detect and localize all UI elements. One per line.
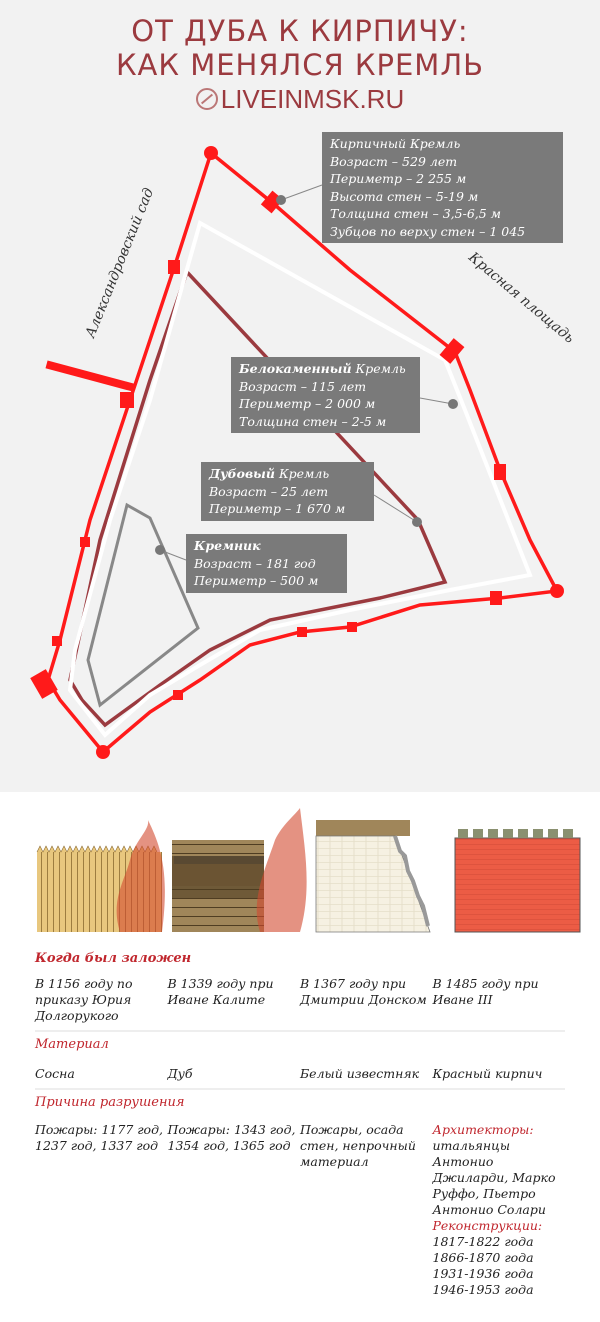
box-title: Кремник (194, 538, 261, 553)
reconstruction: 1817-1822 года (432, 1234, 534, 1249)
box-line: Возраст – 115 лет (239, 378, 367, 394)
box-title: Белокаменный Кремль (239, 361, 406, 376)
box-title: Кирпичный Кремль (330, 136, 461, 151)
material-pine: Сосна (35, 1066, 75, 1081)
reconstruction: 1946-1953 года (432, 1282, 534, 1297)
box-line: Высота стен – 5-19 м (330, 188, 479, 204)
box-line: Возраст – 25 лет (209, 483, 329, 499)
box-line: Периметр – 1 670 м (209, 501, 346, 516)
cause-oak: Пожары: 1343 год, 1354 год, 1365 год (167, 1122, 296, 1153)
oak-wall (172, 840, 264, 932)
box-line: Периметр – 500 м (194, 573, 319, 588)
brick-kremlin-info: Кирпичный Кремль Возраст – 529 лет Перим… (322, 132, 563, 243)
founded-brick: В 1485 году при Иване III (432, 976, 539, 1007)
founded-heading: Когда был заложен (35, 951, 192, 966)
white-stone-kremlin-info: Белокаменный Кремль Возраст – 115 лет Пе… (231, 357, 420, 433)
tower-markers (30, 146, 564, 759)
architects: итальянцы Антонио Джиларди, Марко Руффо,… (432, 1138, 556, 1217)
architects-label: Архитекторы: (432, 1122, 534, 1137)
founded-white: В 1367 году при Дмитрии Донском (300, 976, 427, 1007)
fire-icon (256, 808, 307, 932)
box-line: Зубцов по верху стен – 1 045 (330, 223, 526, 239)
site-name: LIVEINMSK.RU (220, 84, 405, 114)
cause-pine: Пожары: 1177 год, 1237 год, 1337 год (35, 1122, 163, 1153)
material-white: Белый известняк (300, 1066, 420, 1081)
title-line-2: КАК МЕНЯЛСЯ КРЕМЛЬ (115, 48, 485, 82)
kremnik-info: Кремник Возраст – 181 год Периметр – 500… (186, 534, 347, 593)
box-line: Толщина стен – 2-5 м (239, 413, 387, 429)
cause-row: Пожары: 1177 год, 1237 год, 1337 год Пож… (35, 1116, 565, 1304)
fire-icon (116, 820, 165, 932)
site-logo-icon (195, 88, 218, 110)
reconstruction: 1931-1936 года (432, 1266, 534, 1281)
box-line: Возраст – 181 год (194, 555, 316, 571)
box-line: Возраст – 529 лет (330, 153, 458, 169)
box-title: Дубовый Кремль (209, 466, 330, 481)
founded-pine: В 1156 году по приказу Юрия Долгорукого (35, 976, 133, 1023)
box-line: Толщина стен – 3,5-6,5 м (330, 206, 502, 221)
wall-outlines (30, 146, 564, 759)
comparison-table: Когда был заложен В 1156 году по приказу… (35, 946, 565, 1304)
red-brick-wall (454, 829, 581, 933)
white-stone-wall (315, 820, 431, 933)
box-line: Периметр – 2 255 м (330, 171, 467, 186)
material-heading: Материал (35, 1037, 109, 1052)
reconstruction: 1866-1870 года (432, 1250, 534, 1265)
kremnik-outline (86, 502, 200, 708)
material-brick: Красный кирпич (432, 1066, 543, 1081)
material-row: Сосна Дуб Белый известняк Красный кирпич (35, 1058, 565, 1090)
cause-heading: Причина разрушения (35, 1095, 185, 1110)
oak-kremlin-info: Дубовый Кремль Возраст – 25 лет Периметр… (201, 462, 374, 521)
site-brand: LIVEINMSK.RU (0, 84, 600, 115)
founded-oak: В 1339 году при Иване Калите (167, 976, 274, 1007)
brick-history: Архитекторы: итальянцы Антонио Джиларди,… (433, 1116, 566, 1304)
title-line-1: ОТ ДУБА К КИРПИЧУ: (131, 14, 469, 48)
founded-row: В 1156 году по приказу Юрия Долгорукого … (35, 972, 565, 1032)
oak-kremlin-outline (68, 268, 448, 728)
reconstructions-label: Реконструкции: (432, 1218, 543, 1233)
cause-white: Пожары, осада стен, непрочный материал (300, 1122, 416, 1169)
kremlin-map: ОТ ДУБА К КИРПИЧУ: КАК МЕНЯЛСЯ КРЕМЛЬ LI… (0, 0, 600, 792)
white-stone-kremlin-outline (67, 220, 533, 738)
material-oak: Дуб (167, 1066, 193, 1081)
box-line: Периметр – 2 000 м (239, 396, 376, 411)
wall-illustrations (36, 808, 581, 933)
